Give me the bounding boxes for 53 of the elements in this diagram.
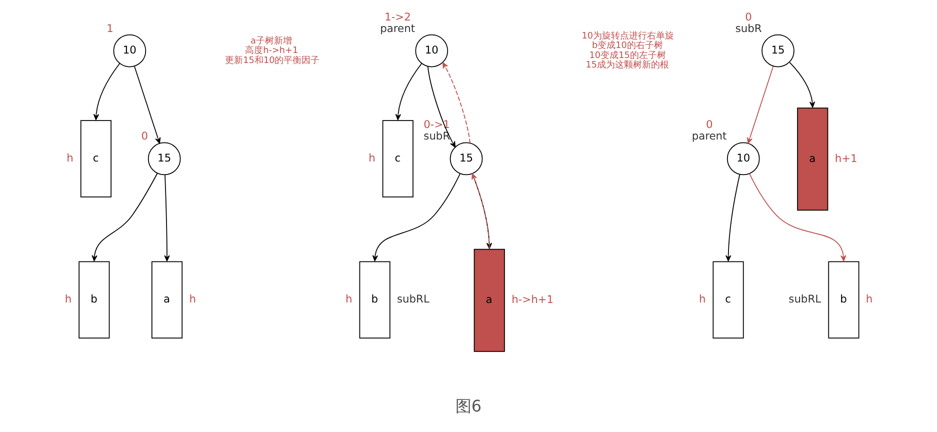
node-circle: 10	[726, 142, 760, 176]
node-box: b	[78, 261, 110, 339]
node-label: subRL	[397, 292, 430, 306]
node-circle: 10	[113, 34, 146, 68]
label: 10为旋转点进行右单旋	[582, 31, 674, 42]
arrow	[747, 66, 774, 144]
arrow	[164, 174, 170, 262]
node-circle: 10	[415, 34, 448, 68]
label: 高度h->h+1	[245, 46, 298, 56]
node-label: h	[866, 292, 873, 306]
node-label: h	[368, 151, 376, 164]
arrow	[395, 62, 422, 120]
node-box: a	[151, 261, 183, 339]
arrow	[372, 173, 461, 262]
node-box: b	[828, 261, 860, 339]
node-label: subR	[735, 22, 762, 35]
label: 15成为这颗树新的根	[586, 60, 670, 71]
arrow	[92, 172, 158, 262]
caption: 图6	[455, 396, 482, 416]
node-label: h	[64, 292, 72, 306]
node-label: 1->2	[384, 10, 411, 24]
node-label: h	[698, 292, 706, 306]
node-circle: 15	[762, 34, 794, 68]
node-label: h->h+1	[512, 293, 554, 306]
node-label: parent	[692, 130, 727, 143]
node-label: 0	[141, 130, 148, 143]
arrow	[93, 62, 120, 120]
node-label: subRL	[788, 292, 822, 306]
node-box: c	[712, 261, 744, 339]
node-box: c	[382, 120, 414, 198]
node-label: subR	[424, 130, 450, 143]
label: 10变成15的左子树	[589, 50, 666, 61]
arrow	[442, 62, 470, 144]
node-label: h+1	[834, 152, 858, 165]
node-label: h	[66, 151, 74, 164]
arrow	[789, 62, 816, 108]
node-box: b	[359, 261, 390, 339]
node-box: c	[80, 120, 112, 198]
node-label: h	[189, 292, 196, 306]
label: a子树新增	[250, 36, 292, 46]
arrow	[725, 174, 740, 262]
node-label: 0	[745, 10, 752, 24]
node-label: h	[346, 292, 352, 306]
node-label: 1	[106, 22, 114, 35]
arrow	[134, 66, 161, 144]
node-label: 0	[706, 118, 713, 132]
arrow	[749, 173, 846, 262]
label: b变成10的右子树	[592, 41, 663, 52]
arrow	[427, 66, 456, 148]
label: 更新15和10的平衡因子	[225, 56, 320, 66]
node-circle: 15	[450, 142, 483, 176]
node-circle: 15	[148, 142, 181, 176]
node-label: parent	[380, 22, 416, 35]
